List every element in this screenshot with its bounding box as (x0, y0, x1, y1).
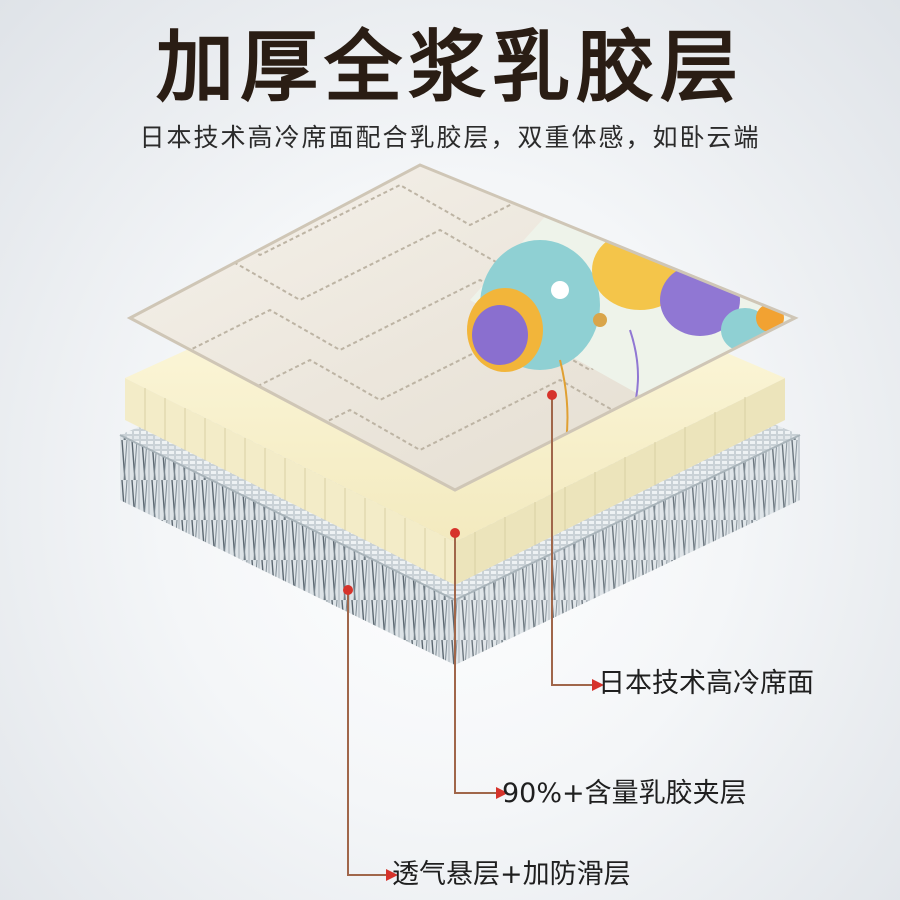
callout-top-fabric: 日本技术高冷席面 (598, 668, 814, 699)
callout-leader-3 (343, 585, 398, 881)
subheadline: 日本技术高冷席面配合乳胶层，双重体感，如卧云端 (139, 123, 761, 152)
callout-mesh-layer: 透气悬层+加防滑层 (392, 859, 631, 890)
callout-latex-layer: 90%+含量乳胶夹层 (502, 778, 747, 809)
balloon-print (467, 200, 795, 471)
headline: 加厚全浆乳胶层 (155, 23, 744, 113)
callout-leader-1 (547, 390, 604, 691)
callout-leader-2 (450, 528, 508, 799)
fabric-layer (126, 163, 799, 492)
